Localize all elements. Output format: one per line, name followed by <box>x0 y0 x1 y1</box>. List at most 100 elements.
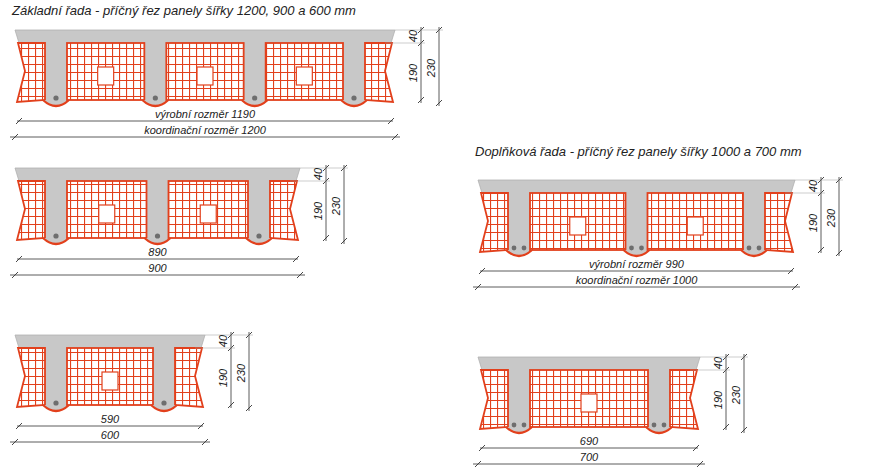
edge-brick-block <box>365 43 393 102</box>
dimension-label: 190 <box>807 214 819 232</box>
dimension-label: 590 <box>101 413 119 425</box>
dimension-tick <box>12 439 18 445</box>
dimension-tick <box>323 235 329 241</box>
brick-block <box>169 181 249 238</box>
concrete-rib <box>45 42 365 100</box>
edge-brick-block <box>17 348 45 407</box>
rib-bottom <box>506 427 532 433</box>
dimension-tick <box>198 423 204 429</box>
rib-bottom <box>43 100 69 106</box>
dimension-tick <box>479 268 485 274</box>
reinforcement-bar <box>153 95 158 100</box>
dimension-line <box>249 332 250 411</box>
dimension-tick <box>788 268 794 274</box>
dimension-tick <box>228 402 234 408</box>
rib-bottom <box>43 405 69 411</box>
dimension-tick <box>246 405 252 411</box>
dimension-tick <box>418 97 424 103</box>
dimension-tick <box>12 134 18 140</box>
dimension-tick <box>836 250 842 256</box>
dimension-tick <box>693 445 699 451</box>
dimension-label: 190 <box>217 369 229 387</box>
extension-line <box>290 181 330 182</box>
reinforcement-bar <box>53 95 58 100</box>
reinforcement-bar <box>155 233 160 238</box>
rib-bottom <box>151 405 177 411</box>
brick-cavity <box>687 217 703 235</box>
edge-brick-block <box>175 348 203 407</box>
rib-bottom <box>246 238 272 244</box>
reinforcement-bar <box>512 423 517 428</box>
rib-bottom <box>242 100 268 106</box>
edge-brick-block <box>765 193 793 252</box>
dimension-tick <box>16 423 22 429</box>
dimension-label: 230 <box>825 209 837 227</box>
concrete-slab <box>15 168 300 181</box>
dimension-line <box>231 332 232 408</box>
dimension-line <box>439 27 440 106</box>
concrete-slab <box>15 30 395 43</box>
dimension-label: výrobní rozměr 1190 <box>155 108 255 120</box>
reinforcement-bar <box>161 400 166 405</box>
edge-brick-block <box>17 43 45 102</box>
dimension-tick <box>202 439 208 445</box>
brick-cavity <box>102 372 118 390</box>
dimension-tick <box>16 118 22 124</box>
reinforcement-bar <box>256 233 261 238</box>
dimension-line <box>744 354 745 433</box>
extension-line <box>700 357 748 358</box>
rib-bottom <box>646 427 672 433</box>
concrete-rib <box>508 192 765 250</box>
brick-block <box>67 181 147 238</box>
extension-line <box>385 43 425 44</box>
dimension-line <box>821 177 822 253</box>
dimension-label: koordinační rozměr 1200 <box>144 124 266 136</box>
dimension-tick <box>475 461 481 467</box>
dimension-line <box>473 287 800 288</box>
rib-bottom <box>624 250 650 256</box>
extension-line <box>785 193 825 194</box>
reinforcement-bar <box>652 423 657 428</box>
dimension-line <box>17 259 298 260</box>
dimension-tick <box>723 424 729 430</box>
dimension-line <box>473 464 705 465</box>
rib-bottom <box>145 238 171 244</box>
edge-brick-block <box>17 181 45 240</box>
edge-brick-block <box>670 370 698 429</box>
dimension-label: 40 <box>807 180 819 192</box>
dimension-tick <box>792 284 798 290</box>
concrete-slab <box>478 357 700 370</box>
brick-block <box>266 43 343 100</box>
edge-brick-block <box>270 181 298 240</box>
dimension-label: 40 <box>712 357 724 369</box>
brick-cavity <box>570 217 586 235</box>
dimension-line <box>726 354 727 430</box>
edge-brick-block <box>480 370 508 429</box>
rib-bottom <box>142 100 168 106</box>
dimension-line <box>326 165 327 241</box>
dimension-label: 690 <box>580 435 598 447</box>
reinforcement-bar <box>629 246 634 251</box>
dimension-label: 40 <box>217 335 229 347</box>
dimension-label: 190 <box>712 391 724 409</box>
dimension-label: 40 <box>312 168 324 180</box>
dimension-label: 700 <box>580 451 598 463</box>
brick-cavity <box>99 205 115 223</box>
dimension-label: výrobní rozměr 990 <box>589 258 684 270</box>
dimension-tick <box>392 134 398 140</box>
rib-bottom <box>506 250 532 256</box>
dimension-label: 40 <box>407 30 419 42</box>
brick-cavity <box>296 67 312 85</box>
brick-cavity <box>197 67 213 85</box>
reinforcement-bar <box>662 423 667 428</box>
dimension-line <box>839 177 840 256</box>
dimension-tick <box>741 427 747 433</box>
dimension-tick <box>479 445 485 451</box>
dimension-label: 230 <box>235 364 247 382</box>
dimension-line <box>480 448 698 449</box>
dimension-label: 890 <box>148 246 166 258</box>
reinforcement-bar <box>252 95 257 100</box>
dimension-label: 230 <box>730 386 742 404</box>
dimension-line <box>344 165 345 244</box>
